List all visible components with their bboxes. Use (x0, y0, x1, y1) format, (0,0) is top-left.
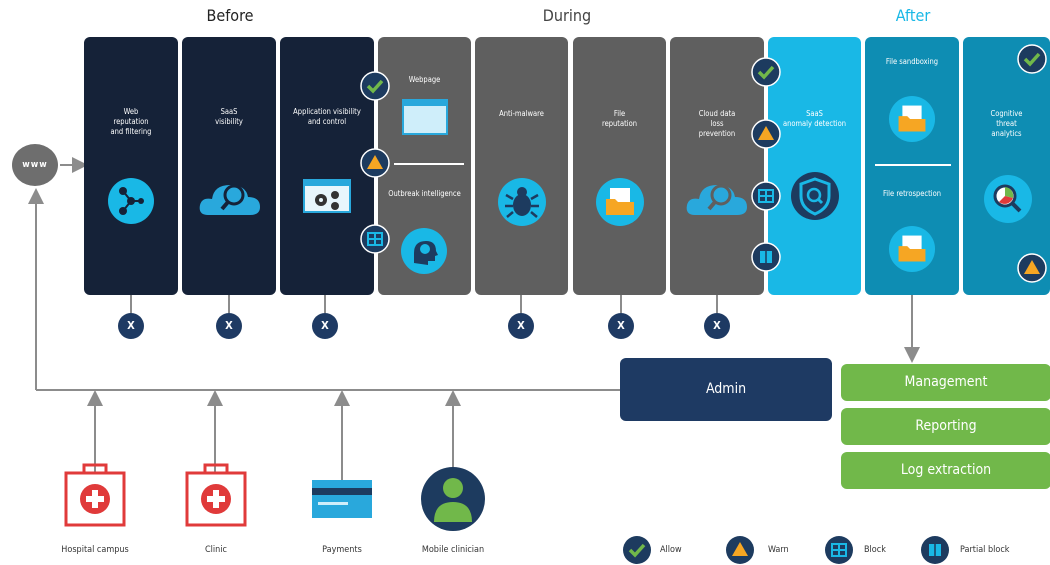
warn-triangle-icon (751, 119, 781, 149)
panel-webpage-outbreak[interactable]: Webpage Outbreak intelligence (378, 37, 471, 295)
legend-allow-label: Allow (660, 545, 682, 555)
panel-label: Cloud data loss prevention (698, 109, 736, 138)
warn-triangle-icon (1017, 253, 1047, 283)
legend-partial-block-label: Partial block (960, 545, 1010, 555)
header-during: During (542, 6, 592, 25)
panel-label: SaaS visibility (215, 107, 243, 126)
panel-divider (875, 164, 951, 166)
block-icon (360, 224, 390, 254)
header-before: Before (206, 6, 254, 25)
clinician-avatar-icon (421, 467, 485, 531)
panel-label-top: File sandboxing (885, 57, 939, 66)
panel-label-bottom: Outbreak intelligence (388, 189, 461, 198)
panel-label: Application visibility and control (293, 107, 361, 126)
warn-triangle-icon (360, 148, 390, 178)
reporting-button[interactable]: Reporting (841, 408, 1050, 445)
legend-allow-icon (623, 536, 651, 564)
bug-icon (498, 178, 546, 226)
log-extraction-button[interactable]: Log extraction (841, 452, 1050, 489)
panel-app-visibility[interactable]: Application visibility and control (280, 37, 374, 295)
source-label-payments: Payments (322, 545, 362, 555)
panel-anti-malware[interactable]: Anti-malware (475, 37, 568, 295)
block-x-marker: X (312, 313, 338, 339)
legend-partial-block-icon (921, 536, 949, 564)
analytics-search-icon (984, 175, 1032, 223)
file-folder-icon (888, 225, 936, 273)
panel-label: Anti-malware (499, 109, 544, 118)
legend-warn-label: Warn (768, 545, 789, 555)
cloud-search-icon (686, 184, 747, 215)
panel-label-bottom: File retrospection (882, 189, 942, 198)
hospital-kit-icon (64, 463, 126, 527)
file-folder-icon (888, 95, 936, 143)
admin-box[interactable]: Admin (620, 358, 832, 421)
panel-cloud-dlp[interactable]: Cloud data loss prevention (670, 37, 764, 295)
panel-web-reputation[interactable]: Web reputation and filtering (84, 37, 178, 295)
legend-warn-icon (726, 536, 754, 564)
panel-cognitive-analytics[interactable]: Cognitive threat analytics (963, 37, 1050, 295)
panel-label: SaaS anomaly detection (782, 109, 847, 128)
panel-label: Web reputation and filtering (110, 107, 152, 136)
cloud-search-icon (199, 184, 260, 215)
panel-label: File reputation (601, 109, 638, 128)
legend-block-label: Block (864, 545, 886, 555)
block-x-marker: X (608, 313, 634, 339)
block-x-marker: X (508, 313, 534, 339)
panel-file-reputation[interactable]: File reputation (573, 37, 666, 295)
header-after: After (895, 6, 931, 25)
allow-check-icon (360, 71, 390, 101)
source-label-clinic: Clinic (205, 545, 227, 555)
allow-check-icon (1017, 44, 1047, 74)
panel-saas-anomaly[interactable]: SaaS anomaly detection (768, 37, 861, 295)
credit-card-icon (312, 480, 372, 518)
block-x-marker: X (118, 313, 144, 339)
www-globe-icon: www (12, 144, 58, 186)
panel-label-top: Webpage (408, 75, 441, 84)
app-gears-icon (303, 179, 351, 213)
clinic-kit-icon (185, 463, 247, 527)
panel-saas-visibility[interactable]: SaaS visibility (182, 37, 276, 295)
allow-check-icon (751, 57, 781, 87)
source-label-mobile: Mobile clinician (421, 545, 485, 555)
panel-label: Cognitive threat analytics (990, 109, 1023, 138)
webpage-icon (402, 99, 448, 135)
shield-search-icon (791, 172, 839, 220)
source-label-hospital: Hospital campus (61, 545, 129, 555)
network-filter-icon (108, 178, 154, 224)
file-folder-icon (596, 178, 644, 226)
legend-block-icon (825, 536, 853, 564)
block-x-marker: X (704, 313, 730, 339)
block-icon (751, 181, 781, 211)
management-button[interactable]: Management (841, 364, 1050, 401)
brain-head-icon (401, 228, 447, 274)
partial-block-icon (751, 242, 781, 272)
block-x-marker: X (216, 313, 242, 339)
panel-divider (394, 163, 464, 165)
panel-file-sandboxing[interactable]: File sandboxing File retrospection (865, 37, 959, 295)
